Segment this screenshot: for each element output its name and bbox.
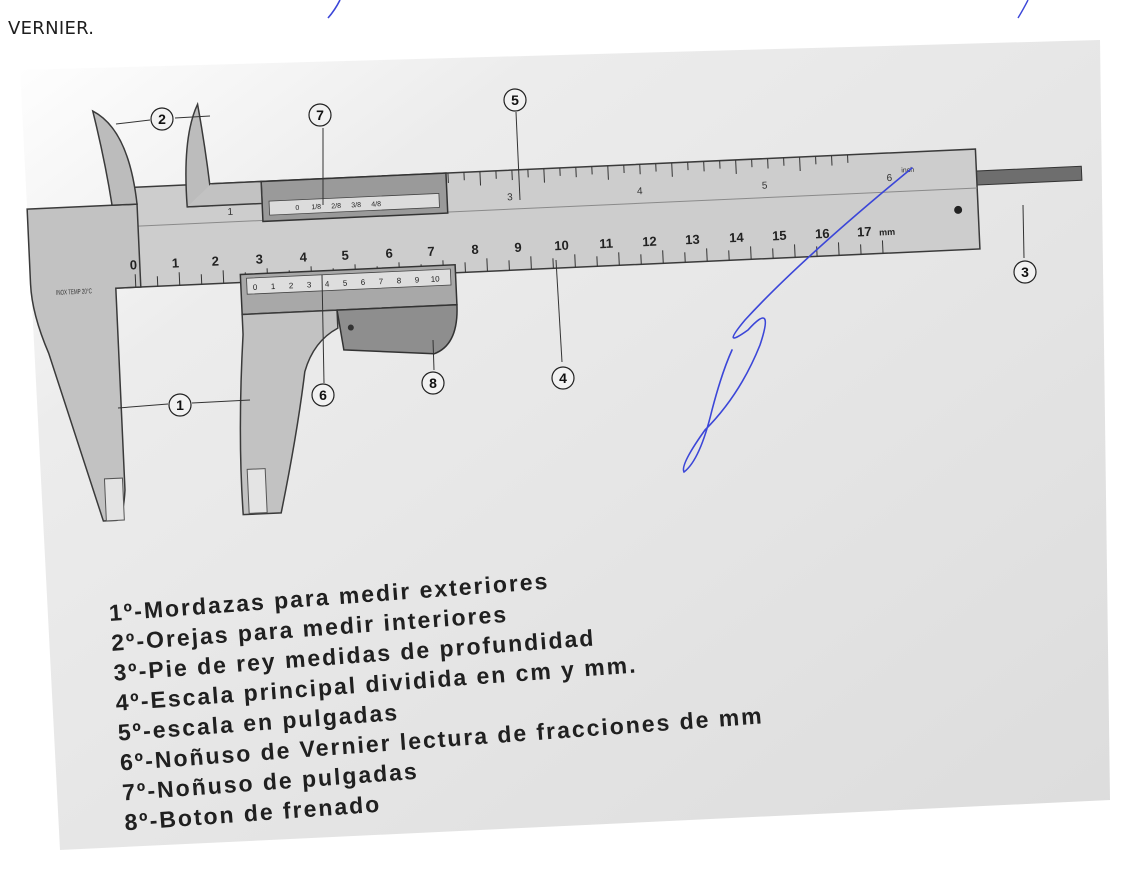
vernier-mm-label: 7 — [379, 277, 384, 286]
svg-text:4: 4 — [559, 370, 567, 386]
brake-button — [336, 303, 458, 355]
vernier-mm-label: 5 — [343, 279, 348, 288]
vernier-inch-label: 0 — [295, 205, 299, 212]
cm-label: 14 — [729, 230, 745, 246]
vernier-mm-label: 8 — [397, 276, 402, 285]
beam-rivet — [954, 205, 963, 214]
callout-4: 4 — [551, 366, 575, 390]
cm-label: 4 — [299, 249, 308, 264]
cm-label: 16 — [815, 226, 830, 242]
main-beam — [110, 148, 981, 289]
pen-mark-right — [1017, 0, 1029, 19]
cm-label: 17 — [857, 224, 872, 240]
cm-label: 10 — [554, 238, 569, 254]
cm-label: 0 — [129, 257, 137, 272]
fixed-jaw — [26, 203, 142, 522]
vernier-inch-label: 2/8 — [331, 203, 341, 210]
cm-label: 11 — [599, 236, 613, 252]
parts-legend: 1º-Mordazas para medir exteriores 2º-Ore… — [108, 551, 769, 838]
vernier-inch-label: 4/8 — [371, 201, 381, 208]
cm-label: 1 — [171, 255, 179, 270]
mm-unit-label: mm — [879, 227, 895, 238]
cm-label: 2 — [211, 253, 219, 268]
caliper-group: 0 1 2 3 4 5 6 7 8 9 10 11 12 13 14 15 16… — [26, 101, 1083, 522]
vernier-mm-label: 3 — [307, 280, 312, 289]
callout-6: 6 — [311, 383, 335, 407]
vernier-mm-label: 0 — [253, 283, 258, 292]
cm-label: 5 — [341, 248, 349, 263]
callout-5: 5 — [503, 88, 527, 112]
callout-3: 3 — [1013, 260, 1037, 284]
svg-text:3: 3 — [1021, 264, 1029, 280]
pen-signature — [682, 167, 913, 474]
sliding-jaw — [239, 309, 339, 516]
fixed-ear — [91, 109, 138, 207]
svg-text:7: 7 — [316, 107, 324, 123]
vernier-mm-label: 4 — [325, 279, 330, 288]
cm-label: 15 — [772, 228, 787, 244]
depth-rod — [970, 165, 1083, 186]
inch-label: 4 — [637, 186, 643, 197]
svg-text:2: 2 — [158, 111, 166, 127]
inch-label: 6 — [886, 173, 892, 184]
svg-text:8: 8 — [429, 375, 437, 391]
callout-1: 1 — [168, 393, 192, 417]
svg-text:6: 6 — [319, 387, 327, 403]
vernier-mm-label: 1 — [271, 282, 276, 291]
svg-text:1: 1 — [176, 397, 184, 413]
cm-label: 3 — [255, 251, 263, 266]
inch-label: 1 — [227, 207, 233, 218]
cm-label: 9 — [514, 240, 522, 255]
pen-mark-top — [327, 0, 341, 19]
cm-label: 6 — [385, 246, 393, 261]
callout-2: 2 — [150, 107, 174, 131]
inch-label: 3 — [507, 192, 513, 203]
callout-7: 7 — [308, 103, 332, 127]
page-title: VERNIER. — [8, 18, 95, 39]
callout-8: 8 — [421, 371, 445, 395]
vernier-mm-label: 9 — [415, 275, 420, 284]
svg-text:5: 5 — [511, 92, 519, 108]
stamp-text: INOX TEMP 20°C — [56, 287, 92, 297]
cm-label: 7 — [427, 244, 435, 259]
vernier-mm-label: 6 — [361, 278, 366, 287]
vernier-mm-label: 10 — [431, 274, 441, 283]
vernier-inch-label: 1/8 — [311, 204, 321, 211]
vernier-inch-label: 3/8 — [351, 202, 361, 209]
cm-label: 8 — [471, 242, 479, 257]
inch-label: 5 — [762, 181, 768, 192]
vernier-mm-label: 2 — [289, 281, 294, 290]
cm-label: 12 — [642, 234, 657, 250]
cm-label: 13 — [685, 232, 700, 248]
